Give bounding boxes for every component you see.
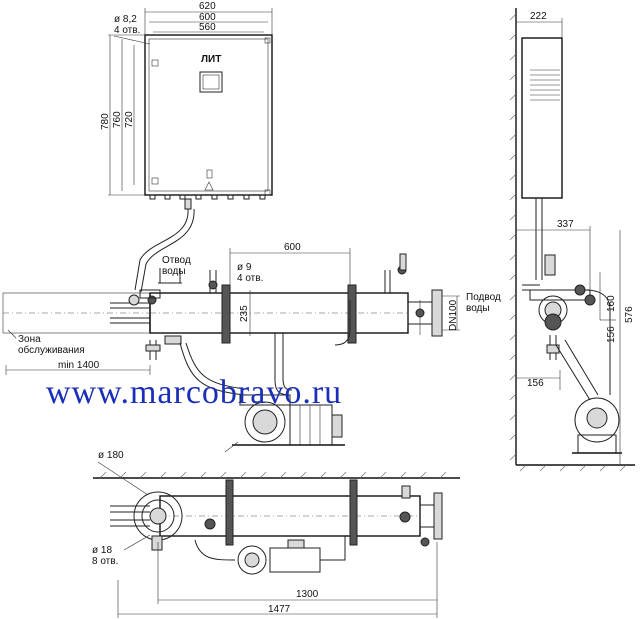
dim-222: 222 [530, 11, 547, 22]
side-view: 222 337 160 156 576 156 [509, 8, 635, 472]
cabinet-dimensions: 620 600 560 ø 8,2 4 отв. 780 760 720 [100, 1, 273, 196]
lamp-connectors [110, 289, 182, 360]
top-view: ø 180 ø 18 8 отв. 1300 1477 [92, 450, 460, 618]
dim-1477: 1477 [268, 604, 291, 615]
outlet-pipe [158, 268, 182, 284]
dim-760: 760 [112, 111, 123, 128]
dim-hole-count: 4 отв. [114, 25, 140, 36]
dim-780: 780 [100, 113, 111, 130]
control-cabinet: ЛИТ [144, 34, 273, 210]
outlet-label-1: Отвод [162, 255, 191, 266]
dim-1300: 1300 [296, 589, 319, 600]
service-zone: min 1400 Зона обслуживания [2, 292, 151, 375]
dim-dn100: DN100 [448, 299, 459, 331]
brand-logo: ЛИТ [201, 54, 221, 65]
dim-156-vertical: 156 [606, 326, 617, 343]
front-view: ЛИТ 620 600 560 ø 8 [2, 1, 501, 453]
dim-bolt-count: 4 отв. [237, 273, 263, 284]
uv-reactor [149, 284, 443, 344]
dim-160: 160 [606, 295, 617, 312]
dim-620: 620 [199, 1, 216, 12]
inlet-label-1: Подвод [466, 292, 501, 303]
pump [224, 394, 345, 453]
warning-icon [204, 181, 214, 191]
dim-560: 560 [199, 22, 216, 33]
dim-156-horizontal: 156 [527, 378, 544, 389]
watermark: www.marcobravo.ru [46, 374, 342, 411]
dim-235: 235 [239, 305, 250, 322]
cable [134, 208, 189, 291]
service-zone-label-2: обслуживания [18, 344, 85, 356]
dim-flange-hole-diameter: ø 18 [92, 545, 112, 556]
dim-min-1400: min 1400 [58, 360, 100, 371]
dim-600: 600 [199, 12, 216, 23]
dim-720: 720 [124, 111, 135, 128]
dim-flange-diameter: ø 180 [98, 450, 124, 461]
dim-576: 576 [624, 306, 635, 323]
dim-hole-diameter: ø 8,2 [114, 14, 137, 25]
dim-bolt-diameter: ø 9 [237, 262, 252, 273]
dim-600-mounts: 600 [284, 242, 301, 253]
outlet-label-2: воды [162, 266, 186, 277]
dim-337: 337 [557, 219, 574, 230]
dim-flange-hole-count: 8 отв. [92, 556, 118, 567]
inlet-label-2: воды [466, 303, 490, 314]
service-zone-label-1: Зона [18, 334, 41, 345]
side-cabinet [521, 37, 563, 199]
